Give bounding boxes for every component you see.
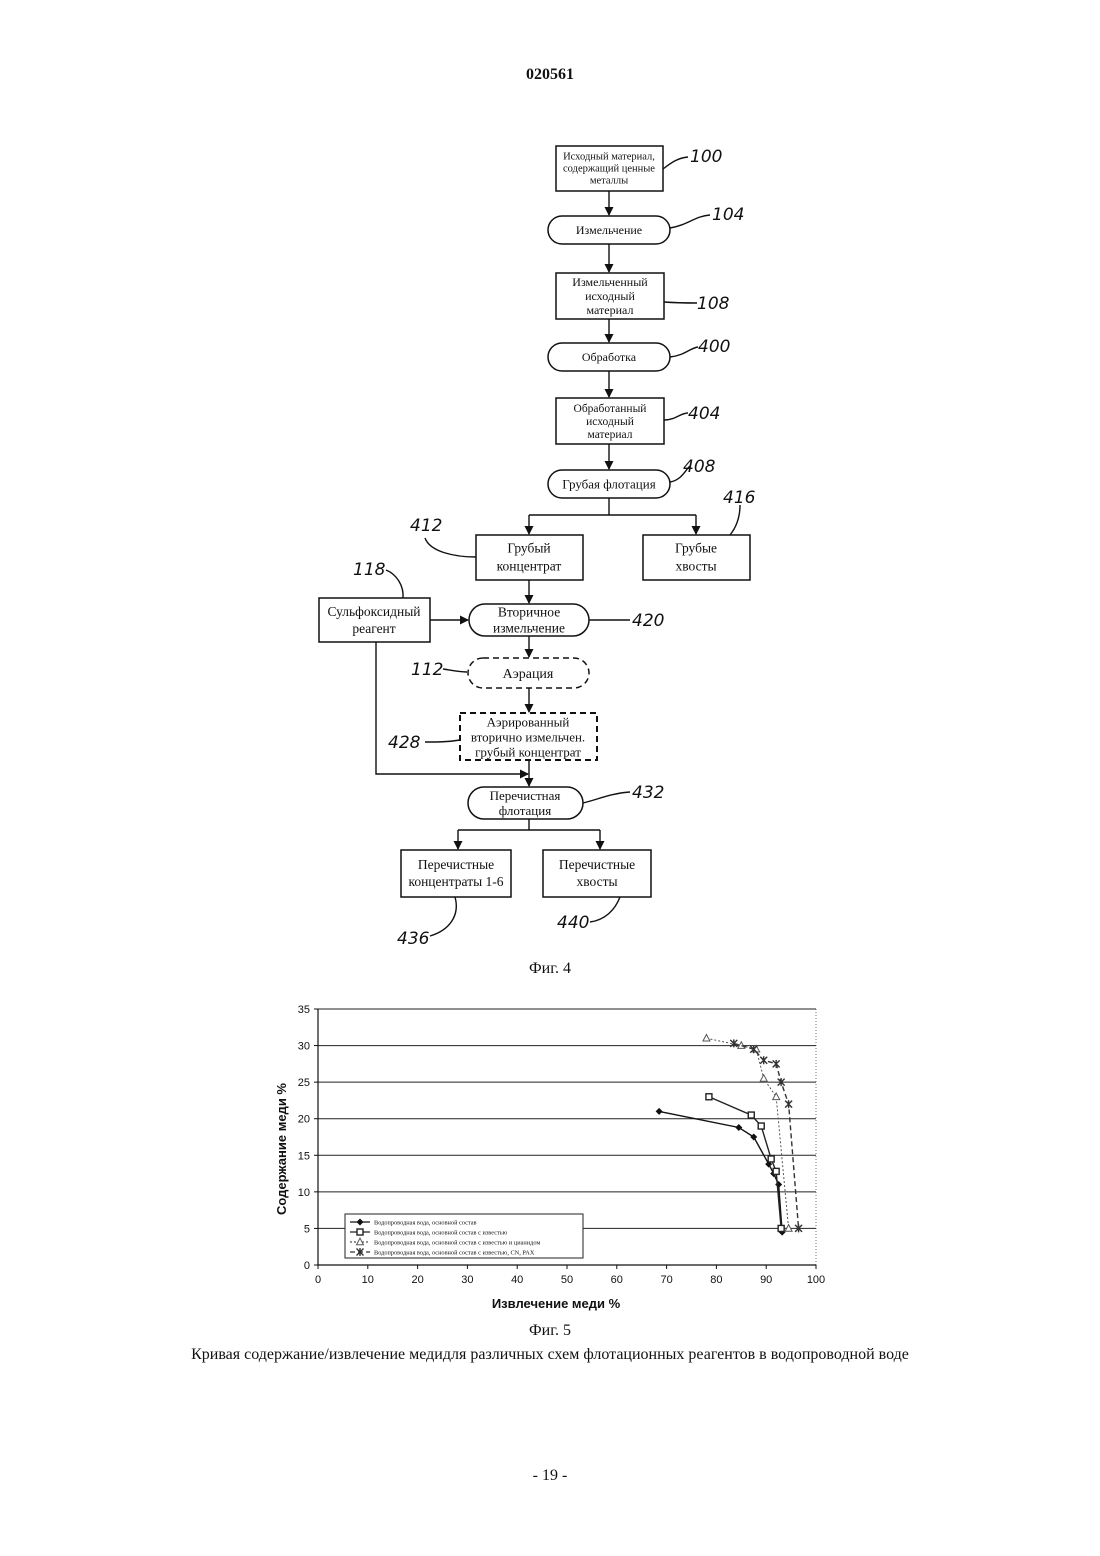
data-point-series-4 (785, 1100, 792, 1108)
y-tick-label: 0 (304, 1260, 310, 1272)
data-point-series-1 (775, 1181, 782, 1188)
x-tick-label: 100 (807, 1274, 825, 1286)
x-tick-label: 20 (411, 1274, 423, 1286)
data-point-series-1 (735, 1124, 742, 1131)
x-tick-label: 60 (611, 1274, 623, 1286)
node-408-ref-number: 408 (683, 457, 716, 477)
x-axis-title: Извлечение меди % (492, 1296, 621, 1311)
node-100-label-line: содержащий ценные (563, 164, 655, 175)
legend-marker (357, 1229, 363, 1235)
node-108-ref-number: 108 (697, 294, 730, 314)
node-436-label-line: Перечистные (418, 857, 494, 872)
data-point-series-2 (768, 1156, 774, 1162)
node-420-label-line: Вторичное (498, 605, 560, 620)
y-tick-label: 10 (298, 1187, 310, 1199)
data-point-series-2 (778, 1225, 784, 1231)
x-tick-label: 90 (760, 1274, 772, 1286)
y-axis-title: Содержание меди % (274, 1083, 289, 1215)
node-416-label-line: хвосты (675, 559, 716, 574)
data-point-series-4 (773, 1060, 780, 1068)
node-100-ref-number: 100 (690, 147, 722, 167)
node-404-ref-number: 404 (688, 404, 720, 424)
node-100-label-line: металлы (590, 176, 628, 187)
node-112-ref-number: 112 (411, 660, 443, 680)
data-point-series-3 (785, 1225, 792, 1232)
node-432-ref-number: 432 (632, 783, 664, 803)
x-tick-label: 10 (362, 1274, 374, 1286)
node-104-label-line: Измельчение (576, 223, 642, 237)
figure-caption: Кривая содержание/извлечение медидля раз… (0, 1346, 1100, 1364)
data-point-series-2 (748, 1112, 754, 1118)
x-tick-label: 80 (710, 1274, 722, 1286)
data-point-series-1 (656, 1108, 663, 1115)
x-tick-label: 30 (461, 1274, 473, 1286)
node-408-label-line: Грубая флотация (562, 477, 655, 492)
x-tick-label: 40 (511, 1274, 523, 1286)
x-tick-label: 50 (561, 1274, 573, 1286)
node-118-label-line: реагент (352, 621, 395, 636)
node-400-label-line: Обработка (582, 350, 637, 364)
x-tick-label: 70 (660, 1274, 672, 1286)
node-108-label-line: материал (587, 303, 634, 317)
y-tick-label: 5 (304, 1223, 310, 1235)
node-412-label-line: концентрат (497, 559, 562, 574)
legend-entry: Водопроводная вода, основной состав (374, 1220, 477, 1227)
node-416-ref-number: 416 (723, 488, 756, 508)
node-432-label-line: флотация (499, 803, 551, 818)
node-100-label-line: Исходный материал, (563, 152, 655, 163)
data-point-series-3 (703, 1034, 710, 1041)
x-tick-label: 0 (315, 1274, 321, 1286)
node-400-ref-number: 400 (698, 337, 730, 357)
data-point-series-2 (773, 1168, 779, 1174)
legend-entry: Водопроводная вода, основной состав с из… (374, 1230, 508, 1237)
node-428-label-line: вторично измельчен. (471, 730, 585, 745)
node-112-label-line: Аэрация (503, 667, 554, 682)
chart-fig5: 0 5 10 15 20 25 30 35 0 10 20 30 40 50 60 70 80 90 100 Вод… (260, 998, 850, 1316)
data-point-series-2 (758, 1123, 764, 1129)
node-404-label-line: Обработанный (574, 403, 647, 415)
y-tick-label: 35 (298, 1004, 310, 1016)
node-404-label-line: исходный (586, 416, 634, 428)
page-number: - 19 - (0, 1467, 1100, 1485)
node-404-label-line: материал (588, 429, 633, 441)
node-412-label-line: Грубый (507, 541, 550, 556)
data-point-series-2 (706, 1094, 712, 1100)
figure-4-label: Фиг. 4 (0, 960, 1100, 978)
legend-entry: Водопроводная вода, основной состав с из… (374, 1240, 540, 1247)
node-428-label-line: грубый концентрат (475, 745, 581, 760)
node-436-label-line: концентраты 1-6 (408, 874, 503, 889)
data-point-series-4 (760, 1056, 767, 1064)
node-416-label-line: Грубые (675, 541, 717, 556)
data-point-series-3 (773, 1093, 780, 1100)
figure-5-label: Фиг. 5 (0, 1322, 1100, 1340)
flowchart-fig4: Исходный материал,содержащий ценныеметал… (0, 0, 1100, 960)
node-428-label-line: Аэрированный (487, 715, 570, 730)
node-436-ref-number: 436 (397, 929, 430, 949)
node-432-label-line: Перечистная (490, 788, 561, 803)
legend-entry: Водопроводная вода, основной состав с из… (374, 1250, 535, 1257)
y-tick-label: 15 (298, 1150, 310, 1162)
node-420-ref-number: 420 (632, 611, 664, 631)
node-108-label-line: Измельченный (572, 275, 648, 289)
data-point-series-3 (760, 1075, 767, 1082)
node-104-ref-number: 104 (712, 205, 744, 225)
node-118-ref-number: 118 (353, 560, 386, 580)
series-line-4 (734, 1043, 799, 1228)
node-420-label-line: измельчение (493, 621, 565, 636)
node-440-label-line: хвосты (576, 874, 617, 889)
y-tick-label: 30 (298, 1041, 310, 1053)
node-108-label-line: исходный (585, 289, 635, 303)
node-440-label-line: Перечистные (559, 857, 635, 872)
y-tick-label: 20 (298, 1114, 310, 1126)
node-428-ref-number: 428 (388, 733, 421, 753)
node-440-ref-number: 440 (557, 913, 589, 933)
node-118-label-line: Сульфоксидный (327, 604, 420, 619)
y-tick-label: 25 (298, 1077, 310, 1089)
node-412-ref-number: 412 (410, 516, 442, 536)
data-point-series-1 (750, 1134, 757, 1141)
